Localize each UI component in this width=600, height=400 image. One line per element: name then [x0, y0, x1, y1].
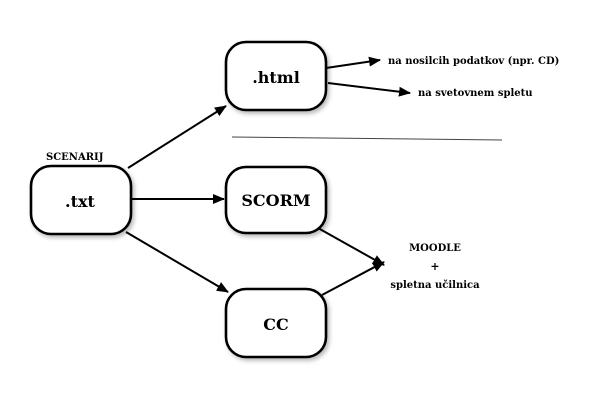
- section-divider: [231, 136, 503, 141]
- storage-media-label: na nosilcih podatkov (npr. CD): [388, 56, 559, 67]
- node-html-label: .html: [252, 68, 300, 87]
- arrow-scorm-to-moodle: [317, 227, 385, 266]
- arrow-txt-to-cc: [125, 231, 229, 293]
- node-html: .html: [224, 40, 328, 112]
- node-scorm: SCORM: [224, 165, 328, 235]
- plus-label: +: [430, 260, 439, 273]
- node-scorm-label: SCORM: [241, 191, 310, 210]
- node-cc: CC: [224, 287, 328, 359]
- node-cc-label: CC: [263, 315, 288, 334]
- web-label: na svetovnem spletu: [418, 88, 533, 99]
- arrow-html-to-web: [327, 82, 411, 97]
- arrow-cc-to-moodle: [321, 261, 385, 296]
- node-txt-label: .txt: [65, 192, 96, 211]
- moodle-label: MOODLE: [409, 243, 461, 254]
- arrow-txt-to-html: [127, 105, 227, 169]
- node-txt: .txt: [29, 164, 133, 236]
- arrow-html-to-storage-media: [325, 56, 381, 69]
- scenario-label: SCENARIJ: [46, 152, 104, 163]
- classroom-label: spletna učilnica: [390, 280, 480, 291]
